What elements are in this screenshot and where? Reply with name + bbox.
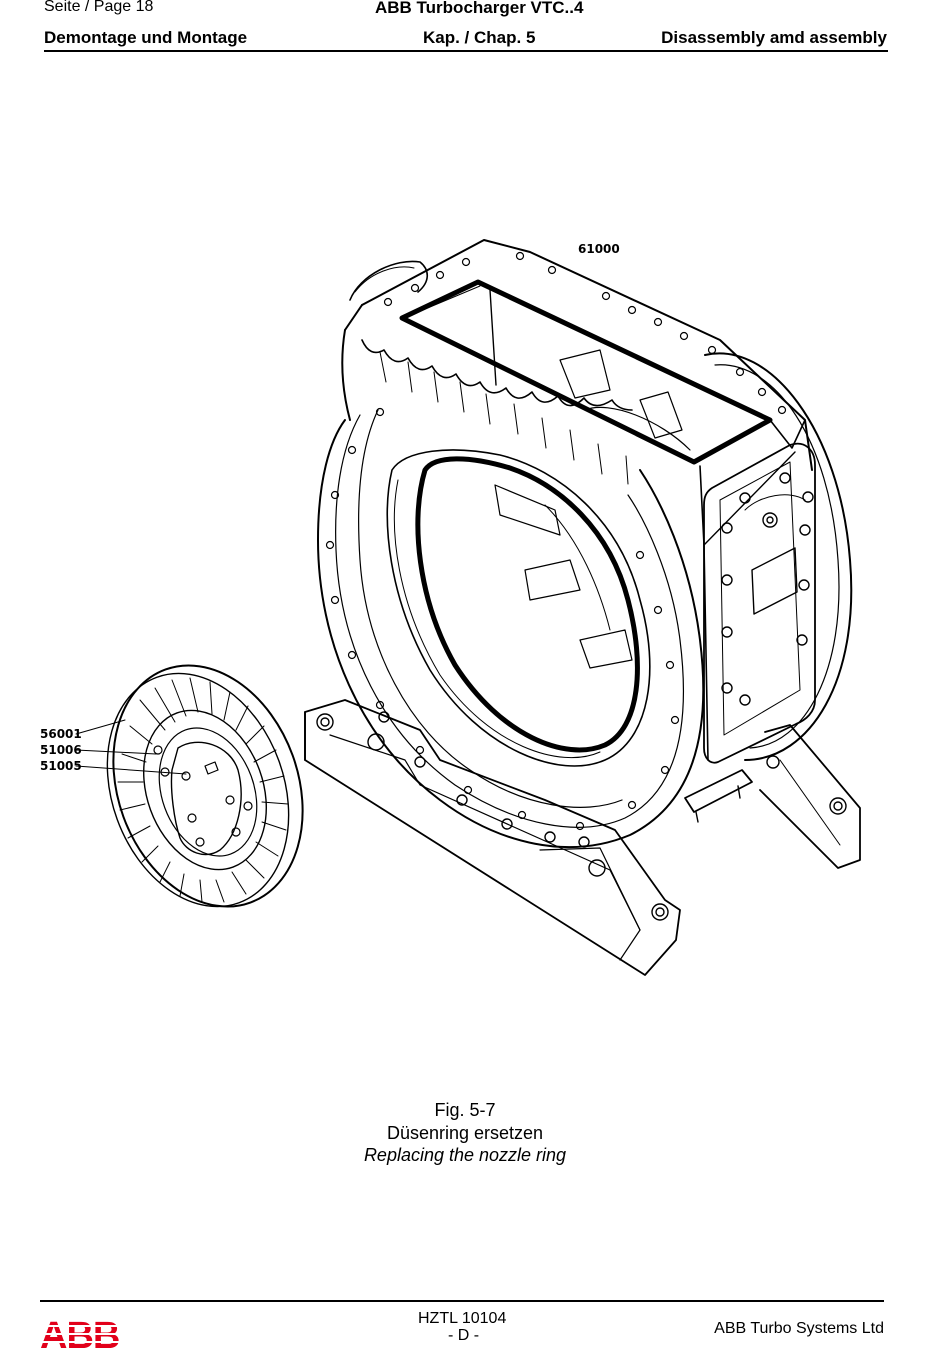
callout-56001: 56001 <box>40 727 82 741</box>
product-title: ABB Turbocharger VTC..4 <box>375 0 584 17</box>
section-title-de: Demontage und Montage <box>44 28 248 47</box>
callout-51006: 51006 <box>40 743 82 757</box>
section-title-en: Disassembly amd assembly <box>661 28 887 47</box>
header-rule <box>44 50 888 52</box>
figure-number: Fig. 5-7 <box>434 1100 496 1120</box>
callout-51005: 51005 <box>40 759 82 773</box>
company-name: ABB Turbo Systems Ltd <box>714 1320 884 1337</box>
figure-title-en: Replacing the nozzle ring <box>363 1145 567 1165</box>
language-code: - D - <box>448 1327 480 1344</box>
chapter-label: Kap. / Chap. 5 <box>423 28 536 47</box>
callout-61000: 61000 <box>578 242 620 256</box>
footer-rule <box>40 1300 884 1302</box>
document-number: HZTL 10104 <box>418 1310 507 1327</box>
page-number: Seite / Page 18 <box>44 0 154 15</box>
figure-title-de: Düsenring ersetzen <box>386 1123 544 1143</box>
